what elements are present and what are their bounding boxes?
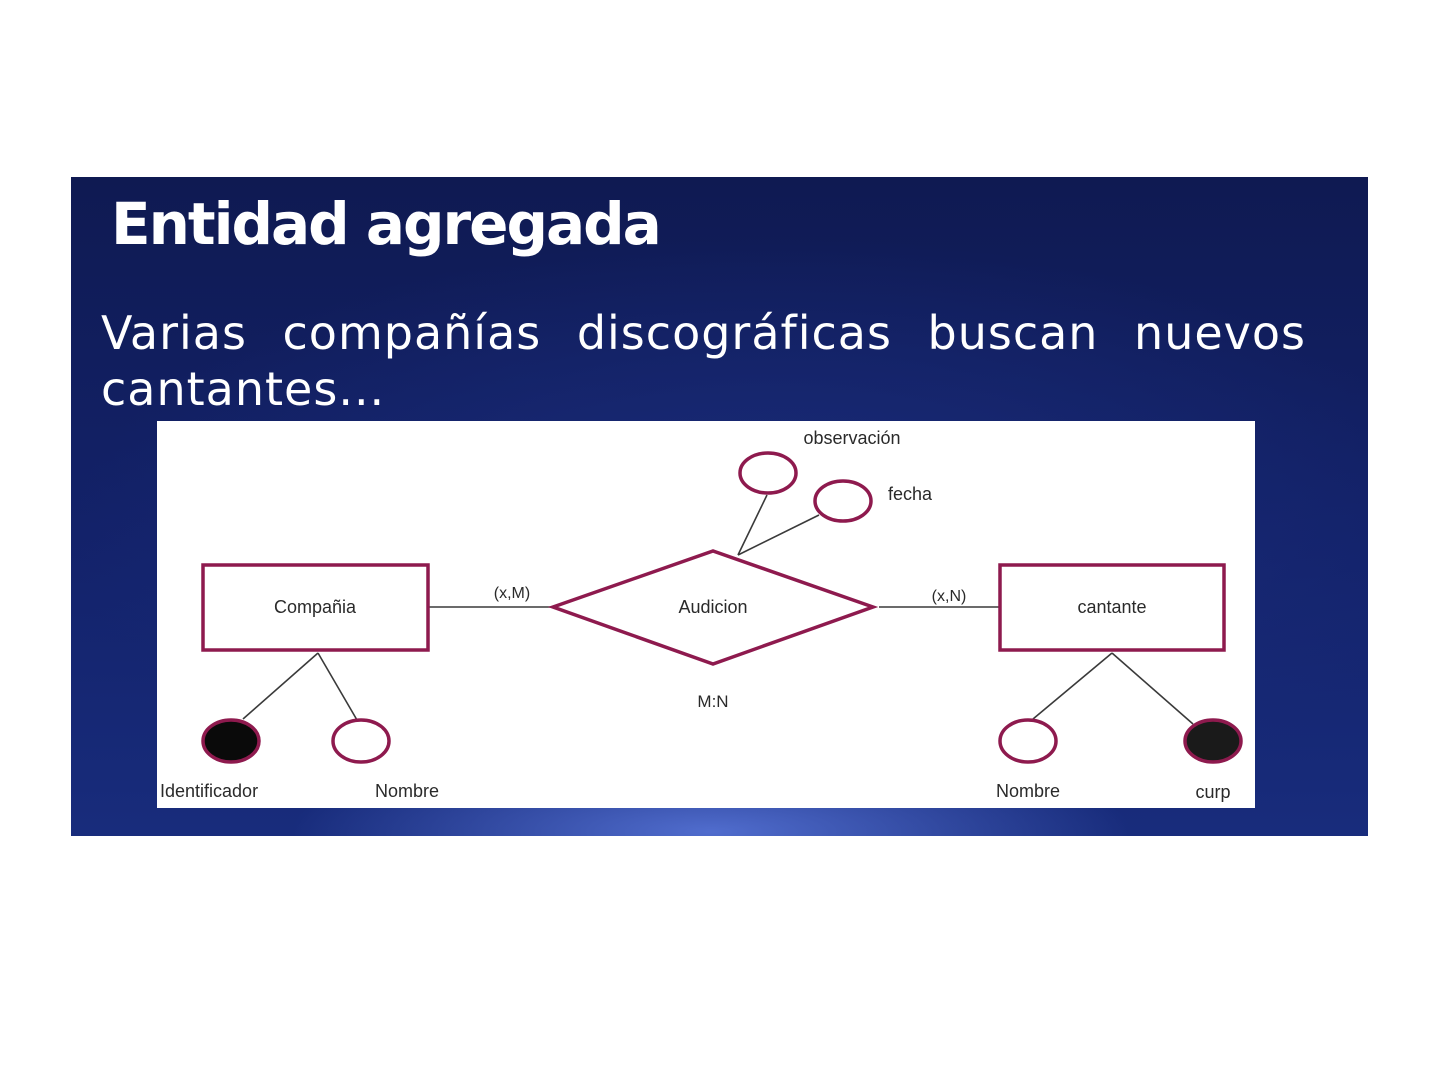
attribute-fecha-circle: [813, 479, 873, 523]
er-diagram-canvas: [201, 451, 1243, 764]
slide: Entidad agregada Varias compañías discog…: [71, 177, 1368, 836]
entity-compania-label: Compañia: [273, 597, 357, 617]
entity-compania-box: [201, 563, 430, 652]
slide-body-text: Varias compañías discográficas buscan nu…: [101, 306, 1306, 416]
connector-audicion-observacion: [737, 494, 768, 556]
cardinality-cantante-label: (x,N): [931, 588, 967, 605]
attribute-identificador-label: Identificador: [160, 781, 259, 801]
connector-compania-identificador: [242, 652, 319, 720]
attribute-compania-nombre-circle: [331, 718, 391, 764]
connector-cantante-nombre: [1032, 652, 1113, 720]
connector-audicion-fecha: [737, 514, 820, 556]
connector-cantante-curp: [1111, 652, 1194, 725]
attribute-curp-key-circle: [1183, 718, 1243, 764]
entity-cantante-box: [998, 563, 1226, 652]
relationship-type-label: M:N: [697, 692, 729, 711]
attribute-compania-nombre-label: Nombre: [374, 781, 440, 801]
attribute-identificador-key-circle: [201, 718, 261, 764]
attribute-cantante-nombre-circle: [998, 718, 1058, 764]
er-diagram: Compañia cantante Audicion M:N (x,M) (x,…: [157, 421, 1255, 808]
cardinality-compania-label: (x,M): [493, 585, 531, 602]
attribute-observacion-circle: [738, 451, 798, 495]
connector-compania-nombre: [317, 652, 358, 721]
attribute-curp-label: curp: [1195, 782, 1231, 802]
attribute-cantante-nombre-label: Nombre: [995, 781, 1061, 801]
relationship-audicion-diamond: [547, 549, 879, 666]
attribute-fecha-label: fecha: [888, 484, 933, 504]
entity-cantante-label: cantante: [1077, 597, 1147, 617]
slide-title: Entidad agregada: [111, 190, 662, 258]
attribute-observacion-label: observación: [803, 428, 901, 448]
relationship-audicion-label: Audicion: [678, 597, 748, 617]
